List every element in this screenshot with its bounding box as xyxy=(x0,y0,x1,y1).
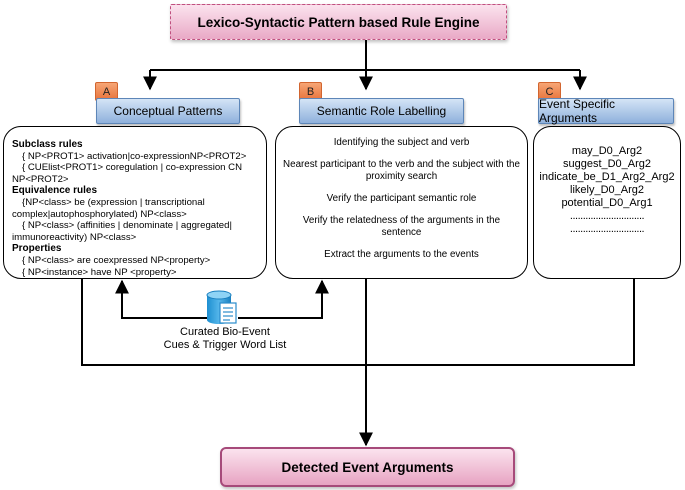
curated-word-list: Curated Bio-Event Cues & Trigger Word Li… xyxy=(150,326,300,352)
equivalence-rule-1b: complex|autophosphorylated) NP<class> xyxy=(12,208,187,220)
curated-word-list-line-2: Cues & Trigger Word List xyxy=(163,339,287,351)
srl-step-5: Extract the arguments to the events xyxy=(324,249,479,260)
argument-placeholder: ............................. xyxy=(569,210,645,222)
equivalence-rule-2b: immunoreactivity) NP<class> xyxy=(12,231,137,243)
subclass-rules-title: Subclass rules xyxy=(12,139,83,150)
srl-step-2: Nearest participant to the verb and the … xyxy=(283,159,520,182)
property-rule-2: { NP<instance> have NP <property> xyxy=(22,266,177,278)
bottom-bracket xyxy=(81,279,635,366)
subclass-rule-1: { NP<PROT1> activation|co-expressionNP<P… xyxy=(22,150,247,162)
subclass-rule-2a: { CUElist<PROT1> coregulation | co-expre… xyxy=(22,162,243,174)
database-document-icon xyxy=(206,290,237,324)
arrow-resource-to-b xyxy=(238,279,329,319)
header-conceptual-patterns-label: Conceptual Patterns xyxy=(113,104,223,118)
header-event-specific-arguments-label: Event Specific Arguments xyxy=(539,97,616,125)
tag-a: A xyxy=(95,82,118,101)
detected-event-arguments-title: Detected Event Arguments xyxy=(281,459,454,475)
argument-item: indicate_be_D1_Arg2_Arg2 xyxy=(539,171,675,183)
srl-step-3: Verify the participant semantic role xyxy=(326,193,477,204)
srl-step-1: Identifying the subject and verb xyxy=(333,137,470,148)
argument-item: may_D0_Arg2 xyxy=(571,145,643,157)
event-specific-arguments-panel: may_D0_Arg2 suggest_D0_Arg2 indicate_be_… xyxy=(533,126,681,279)
curated-word-list-line-1: Curated Bio-Event xyxy=(180,326,270,338)
arrow-resource-to-a xyxy=(115,279,223,319)
argument-item: suggest_D0_Arg2 xyxy=(562,158,652,170)
argument-item: potential_D0_Arg1 xyxy=(561,197,653,209)
detected-event-arguments-box: Detected Event Arguments xyxy=(220,447,515,487)
tag-b-label: B xyxy=(306,85,315,98)
header-semantic-role-labelling: Semantic Role Labelling xyxy=(299,98,464,124)
header-event-specific-arguments: Event Specific Arguments xyxy=(538,97,674,125)
tag-c: C xyxy=(538,82,561,101)
properties-title: Properties xyxy=(12,243,62,255)
argument-placeholder: ............................. xyxy=(569,223,645,235)
rule-engine-box: Lexico-Syntactic Pattern based Rule Engi… xyxy=(170,4,507,40)
semantic-role-labelling-panel: Identifying the subject and verb Nearest… xyxy=(275,126,528,279)
header-semantic-role-labelling-label: Semantic Role Labelling xyxy=(316,104,447,118)
subclass-rule-2b: NP<PROT2> xyxy=(12,173,69,185)
equivalence-rule-1a: {NP<class> be (expression | transcriptio… xyxy=(22,196,205,208)
tag-c-label: C xyxy=(545,85,554,98)
equivalence-rules-title: Equivalence rules xyxy=(12,185,98,197)
argument-item: likely_D0_Arg2 xyxy=(570,184,644,196)
srl-step-4: Verify the relatedness of the arguments … xyxy=(302,215,501,238)
rule-engine-title: Lexico-Syntactic Pattern based Rule Engi… xyxy=(197,14,480,30)
tag-a-label: A xyxy=(102,85,111,98)
equivalence-rule-2a: { NP<class> (affinities | denominate | a… xyxy=(22,220,232,232)
header-conceptual-patterns: Conceptual Patterns xyxy=(96,98,240,124)
property-rule-1: { NP<class> are coexpressed NP<property> xyxy=(22,254,211,266)
conceptual-patterns-panel: Subclass rules { NP<PROT1> activation|co… xyxy=(3,126,267,279)
